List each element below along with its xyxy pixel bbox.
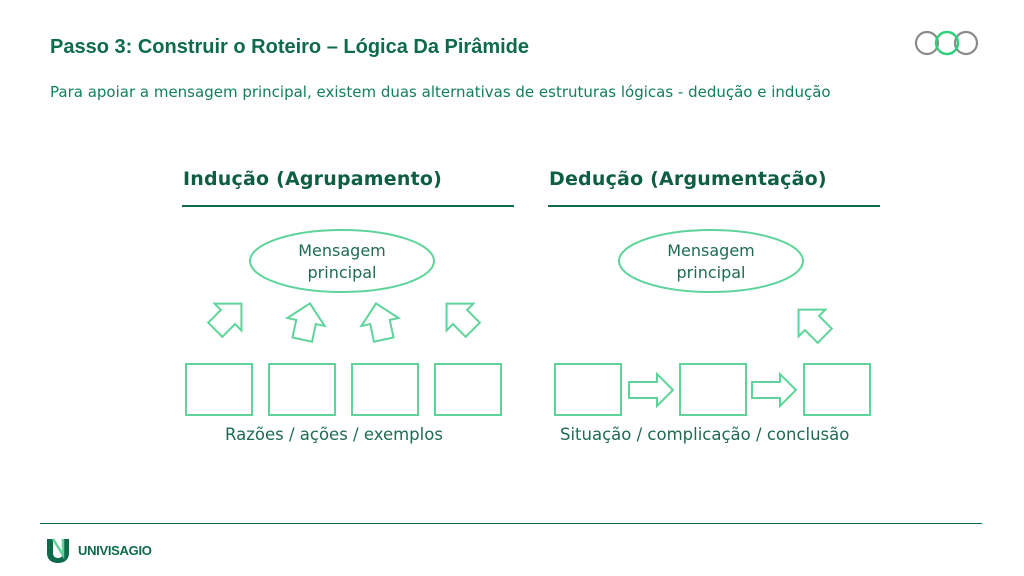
slide-subtitle: Para apoiar a mensagem principal, existe… — [50, 83, 831, 101]
induction-heading: Indução (Agrupamento) — [183, 168, 443, 190]
deduction-box-1 — [554, 363, 622, 416]
univisagio-logo-icon — [47, 538, 69, 563]
deduction-box-3 — [803, 363, 871, 416]
deduction-arrow-right-1 — [628, 373, 674, 407]
deduction-heading: Dedução (Argumentação) — [549, 168, 827, 190]
induction-ellipse-line1: Mensagem — [298, 241, 386, 260]
induction-box-2 — [268, 363, 336, 416]
induction-group — [185, 229, 502, 416]
deduction-arrow-right-2 — [751, 373, 797, 407]
induction-arrow-1 — [200, 289, 256, 345]
induction-ellipse-line2: principal — [308, 263, 377, 282]
induction-rule — [182, 205, 514, 207]
deduction-ellipse-line2: principal — [677, 263, 746, 282]
induction-box-3 — [351, 363, 419, 416]
deduction-ellipse-line1: Mensagem — [667, 241, 755, 260]
brand-name: UNIVISAGIO — [78, 542, 152, 558]
induction-box-1 — [185, 363, 253, 416]
footer-brand: UNIVISAGIO — [44, 535, 152, 565]
induction-arrow-2 — [282, 298, 330, 345]
deduction-box-2 — [679, 363, 747, 416]
deduction-ellipse — [618, 229, 804, 293]
induction-ellipse — [249, 229, 435, 293]
induction-caption: Razões / ações / exemplos — [225, 425, 443, 444]
slide-title: Passo 3: Construir o Roteiro – Lógica Da… — [50, 36, 530, 58]
three-circles-logo-icon — [914, 30, 979, 56]
footer-rule — [40, 523, 982, 524]
induction-arrow-3 — [356, 298, 404, 345]
deduction-group — [554, 229, 871, 416]
induction-box-4 — [434, 363, 502, 416]
deduction-rule — [548, 205, 880, 207]
deduction-arrow-up — [784, 295, 840, 351]
deduction-caption: Situação / complicação / conclusão — [560, 425, 850, 444]
induction-arrow-4 — [432, 289, 488, 345]
